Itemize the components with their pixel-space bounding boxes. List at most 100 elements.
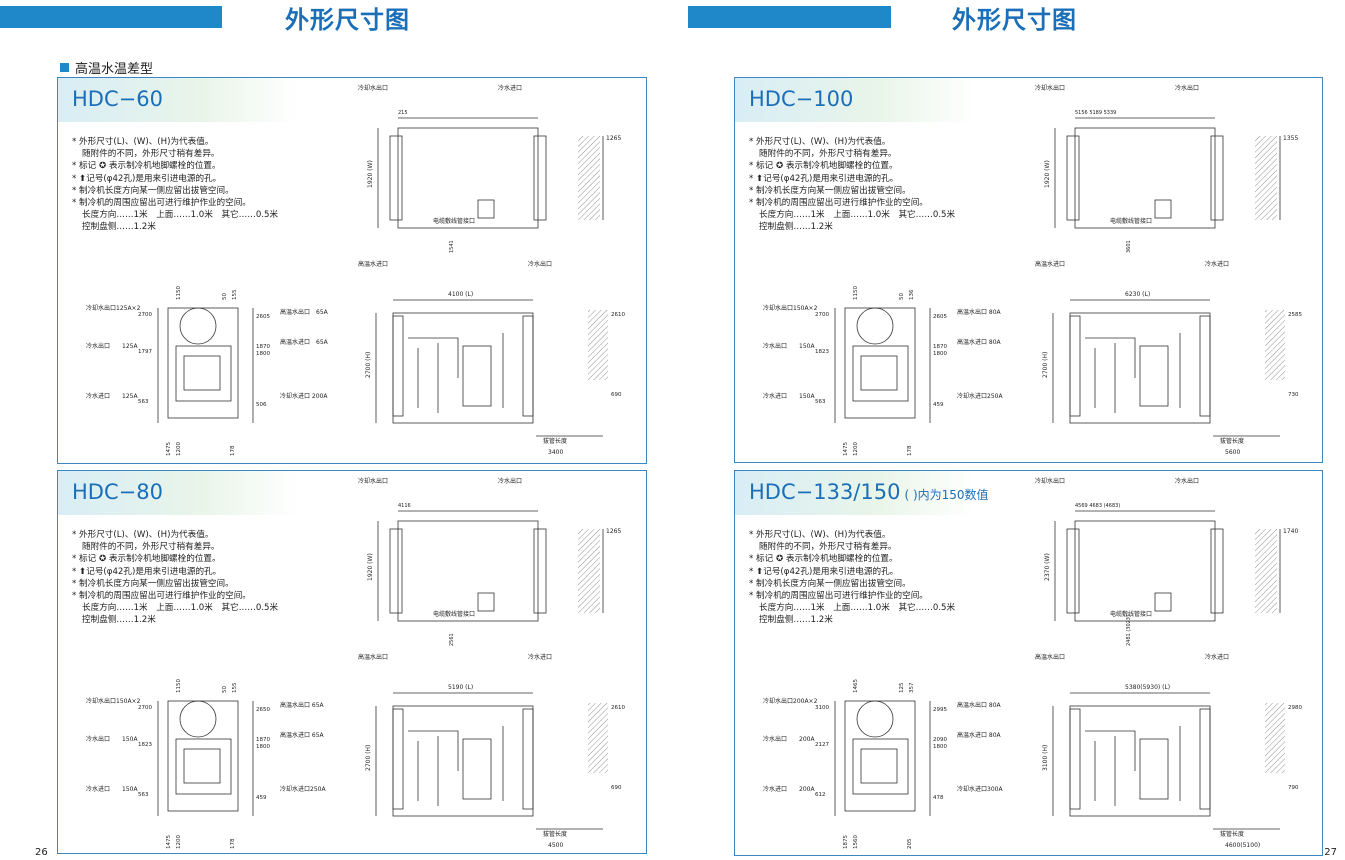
cable-box: [1154, 199, 1172, 219]
label-hot-in-bottom: 高温水进口: [1035, 260, 1065, 268]
dim-end-b3: 205: [907, 838, 913, 849]
tube-pull-space-side: [588, 703, 608, 773]
note-line: * 外形尺寸(L)、(W)、(H)为代表值。: [72, 137, 214, 147]
note-line: * 制冷机的周围应留出可进行维护作业的空间。: [72, 591, 251, 602]
label-end-r1: 高温水出口 80A: [957, 701, 1002, 709]
dim-side-height: 2700 (H): [365, 352, 372, 378]
end-view-frame: [844, 307, 916, 419]
label-chill-in-top: 冷水出口: [1175, 477, 1199, 485]
dim-side-r2: 690: [611, 785, 622, 791]
subheading-text: 高温水温差型: [75, 62, 154, 77]
side-view-piping: [408, 333, 504, 413]
dim-top-d: 2561: [449, 633, 455, 646]
note-line: * 标记 ✪ 表示制冷机地脚螺栓的位置。: [749, 554, 898, 565]
note-line: 长度方向……1米 上面……1.0米 其它……0.5米: [82, 603, 279, 614]
dim-end-h2: 2127: [815, 742, 829, 748]
dim-top-width: 2370 (W): [1044, 553, 1051, 581]
label-hot-in-bottom: 高温水出口: [1035, 653, 1065, 661]
dim-end-h3: 563: [138, 792, 149, 798]
dim-side-r1: 2980: [1288, 705, 1302, 711]
dim-top-width: 1920 (W): [367, 160, 374, 188]
end-view-shell: [856, 307, 894, 345]
dim-end-t1: 1465: [853, 679, 859, 693]
dim-end-b2: 1200: [176, 442, 182, 456]
dim-top-right: 1355: [1283, 135, 1298, 142]
end-view-panel: [175, 738, 232, 795]
note-line: * 标记 ✪ 表示制冷机地脚螺栓的位置。: [72, 161, 221, 172]
dim-side-height: 3100 (H): [1042, 745, 1049, 771]
dim-end-r4: 506: [256, 402, 267, 408]
dim-end-r2: 1870: [933, 344, 947, 350]
dim-end-r4: 459: [933, 402, 944, 408]
label-end-r3: 冷却水进口 200A: [280, 392, 328, 400]
label-end-l1: 冷却水出口150A×2: [86, 697, 141, 705]
tube-pull-space-top: [578, 136, 600, 220]
note-line: 长度方向……1米 上面……1.0米 其它……0.5米: [759, 210, 956, 221]
panel-hdc-133-150: HDC−133/150( )内为150数值 * 外形尺寸(L)、(W)、(H)为代…: [734, 470, 1323, 856]
side-view-control-panel: [462, 738, 492, 800]
dim-end-r4: 459: [256, 795, 267, 801]
end-view-shell: [856, 700, 894, 738]
top-view-body: [1074, 127, 1216, 229]
note-line: 随附件的不同，外形尺寸稍有差异。: [759, 149, 897, 160]
side-view-piping: [408, 726, 504, 806]
dim-end-b2: 1560: [853, 835, 859, 849]
side-view-waterbox-left: [392, 315, 404, 417]
dim-top-right: 1265: [606, 135, 621, 142]
dim-side-r1: 2585: [1288, 312, 1302, 318]
dim-end-r4: 478: [933, 795, 944, 801]
note-line: * 制冷机长度方向某一侧应留出拔管空间。: [72, 185, 234, 196]
top-view-body: [397, 127, 539, 229]
model-note: ( )内为150数值: [904, 488, 989, 502]
dim-end-r1: 2650: [256, 707, 270, 713]
note-line: * ⬆记号(φ42孔)是用来引进电源的孔。: [72, 173, 222, 184]
notes-list: * 外形尺寸(L)、(W)、(H)为代表值。随附件的不同，外形尺寸稍有差异。* …: [72, 529, 278, 627]
top-view-body: [1074, 520, 1216, 622]
top-view-waterbox-right: [1210, 528, 1224, 614]
tube-pull-space-side: [1265, 703, 1285, 773]
side-view-piping: [1085, 726, 1181, 806]
dim-tube-length: 5600: [1225, 449, 1240, 456]
dim-end-r3: 1800: [256, 744, 270, 750]
note-line: * 制冷机的周围应留出可进行维护作业的空间。: [749, 198, 928, 209]
label-cable: 电缆敷线管接口: [433, 217, 475, 225]
label-chill-out-bottom: 冷水进口: [528, 653, 552, 661]
dim-end-b2: 1200: [853, 442, 859, 456]
dim-side-height: 2700 (H): [1042, 352, 1049, 378]
side-view-waterbox-left: [392, 708, 404, 810]
dim-end-h2: 1797: [138, 349, 152, 355]
panel-hdc-60: HDC−60* 外形尺寸(L)、(W)、(H)为代表值。随附件的不同，外形尺寸稍…: [57, 77, 647, 464]
page-title-right: 外形尺寸图: [952, 6, 1077, 34]
dim-end-h3: 563: [815, 399, 826, 405]
top-view-waterbox-right: [1210, 135, 1224, 221]
tube-pull-space-side: [588, 310, 608, 380]
dim-top-width: 1920 (W): [1044, 160, 1051, 188]
note-line: * 制冷机长度方向某一侧应留出拔管空间。: [749, 578, 911, 589]
end-view-shell: [179, 700, 217, 738]
note-line: 控制盘侧……1.2米: [759, 615, 833, 626]
end-view-panel: [852, 738, 909, 795]
notes-list: * 外形尺寸(L)、(W)、(H)为代表值。随附件的不同，外形尺寸稍有差异。* …: [749, 529, 955, 627]
dimension-drawings: 冷却水出口冷水出口高温水出口冷水进口电缆敷线管接口1920 (W)1265411…: [86, 477, 625, 849]
dimension-drawings: 冷却水出口冷水出口高温水出口冷水进口电缆敷线管接口2370 (W)1740456…: [763, 477, 1302, 849]
dim-side-length: 4100 (L): [448, 291, 473, 298]
label-cool-out-top: 冷却水出口: [1035, 477, 1065, 485]
label-cable: 电缆敷线管接口: [433, 610, 475, 618]
end-view-frame: [167, 700, 239, 812]
note-line: 长度方向……1米 上面……1.0米 其它……0.5米: [759, 603, 956, 614]
top-view-waterbox-left: [389, 528, 403, 614]
label-cool-out-top: 冷却水出口: [1035, 84, 1065, 92]
dim-end-t2: 50: [222, 686, 228, 693]
side-view-waterbox-right: [522, 315, 534, 417]
note-line: * 制冷机长度方向某一侧应留出拔管空间。: [72, 578, 234, 589]
end-view-inner: [183, 355, 221, 391]
side-view-waterbox-right: [1199, 708, 1211, 810]
label-tube-pull: 拔管长度: [543, 437, 567, 445]
dim-side-height: 2700 (H): [365, 745, 372, 771]
cable-box: [477, 199, 495, 219]
model-title: HDC−133/150( )内为150数值: [749, 480, 989, 504]
dim-end-r1: 2995: [933, 707, 947, 713]
side-view-waterbox-right: [1199, 315, 1211, 417]
dimension-drawings: 冷却水出口冷水出口高温水进口冷水进口电缆敷线管接口1920 (W)1355515…: [763, 84, 1302, 456]
dim-side-length: 5190 (L): [448, 684, 473, 691]
